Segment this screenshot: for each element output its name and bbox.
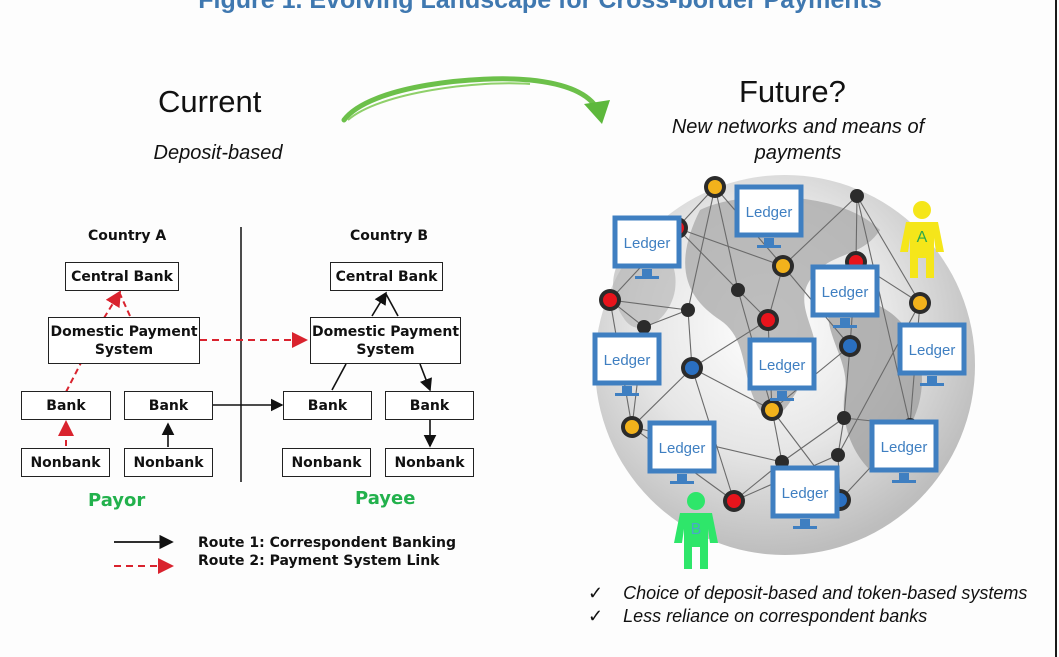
country-b-bank-2: Bank bbox=[385, 391, 474, 420]
ledger-monitor-icon: Ledger bbox=[810, 264, 880, 328]
country-a-nonbank-1: Nonbank bbox=[21, 448, 110, 477]
country-a-payment-system: Domestic Payment System bbox=[48, 317, 200, 364]
network-node-icon bbox=[772, 255, 794, 277]
network-edge bbox=[687, 186, 716, 311]
network-node-icon bbox=[761, 399, 783, 421]
ledger-label: Ledger bbox=[604, 352, 651, 369]
ledger-label: Ledger bbox=[624, 235, 671, 252]
country-b-label: Country B bbox=[350, 228, 429, 244]
legend-route1: Route 1: Correspondent Banking bbox=[198, 535, 457, 551]
network-node-icon bbox=[757, 309, 779, 331]
network-node-icon bbox=[637, 320, 651, 334]
network-edge bbox=[643, 309, 689, 328]
network-node-icon bbox=[831, 448, 845, 462]
country-b-nonbank-2: Nonbank bbox=[385, 448, 474, 477]
ledger-label: Ledger bbox=[822, 284, 869, 301]
country-b-central-bank: Central Bank bbox=[330, 262, 443, 291]
ledger-label: Ledger bbox=[659, 440, 706, 457]
network-edge bbox=[691, 319, 769, 369]
legend-route2: Route 2: Payment System Link bbox=[198, 553, 440, 569]
ledger-monitor-icon: Ledger bbox=[647, 420, 717, 484]
ledger-label: Ledger bbox=[746, 204, 793, 221]
network-edge bbox=[631, 367, 693, 428]
check-icon: ✓ bbox=[588, 583, 604, 603]
network-edge bbox=[856, 195, 911, 426]
network-edge bbox=[855, 195, 858, 263]
network-node-icon bbox=[731, 283, 745, 297]
network-node-icon bbox=[681, 357, 703, 379]
network-node-icon bbox=[621, 416, 643, 438]
country-a-nonbank-2: Nonbank bbox=[124, 448, 213, 477]
network-edge bbox=[856, 195, 921, 304]
ledger-monitor-icon: Ledger bbox=[747, 337, 817, 401]
network-edge bbox=[714, 186, 739, 291]
network-edge bbox=[782, 195, 858, 267]
payor-label: Payor bbox=[88, 490, 146, 511]
country-a-bank-2: Bank bbox=[124, 391, 213, 420]
ledger-label: Ledger bbox=[782, 485, 829, 502]
country-a-label: Country A bbox=[88, 228, 167, 244]
network-node-icon bbox=[850, 189, 864, 203]
network-node-icon bbox=[837, 411, 851, 425]
current-subheading: Deposit-based bbox=[153, 142, 283, 164]
right-border bbox=[1055, 0, 1057, 657]
network-edge bbox=[676, 227, 784, 267]
future-heading: Future? bbox=[739, 74, 846, 109]
network-node-icon bbox=[681, 303, 695, 317]
network-node-icon bbox=[599, 289, 621, 311]
network-node-icon bbox=[909, 292, 931, 314]
network-edge bbox=[691, 367, 773, 411]
ledger-monitor-icon: Ledger bbox=[734, 184, 804, 248]
transition-arrow-icon bbox=[341, 76, 610, 124]
figure-title: Figure 1. Evolving Landscape for Cross-b… bbox=[198, 0, 882, 14]
country-a-bank-1: Bank bbox=[21, 391, 111, 420]
ledger-monitor-icon: Ledger bbox=[897, 322, 967, 386]
person-a-icon: A bbox=[900, 201, 944, 278]
bullet-1-text: Choice of deposit-based and token-based … bbox=[623, 583, 1028, 603]
ledger-label: Ledger bbox=[909, 342, 956, 359]
country-b-payment-system: Domestic Payment System bbox=[310, 317, 461, 364]
current-heading: Current bbox=[158, 84, 262, 119]
country-a-central-bank: Central Bank bbox=[65, 262, 179, 291]
country-b-bank-1: Bank bbox=[283, 391, 372, 420]
person-a-label: A bbox=[917, 229, 928, 246]
person-b-icon: B bbox=[674, 492, 718, 569]
person-b-label: B bbox=[691, 521, 702, 538]
route2-dps-to-cb-a bbox=[103, 290, 122, 319]
ledger-monitor-icon: Ledger bbox=[592, 332, 662, 396]
country-b-nonbank-1: Nonbank bbox=[282, 448, 371, 477]
ledger-monitor-icon: Ledger bbox=[770, 465, 840, 529]
bullet-1: ✓ Choice of deposit-based and token-based… bbox=[588, 583, 1027, 604]
network-edge bbox=[609, 299, 689, 311]
network-edge bbox=[843, 345, 851, 419]
network-node-icon bbox=[839, 335, 861, 357]
network-edge bbox=[781, 417, 845, 463]
network-edge bbox=[676, 227, 739, 291]
ledger-monitor-icon: Ledger bbox=[869, 419, 939, 483]
payee-label: Payee bbox=[355, 488, 416, 509]
bullet-2-text: Less reliance on correspondent banks bbox=[623, 606, 928, 626]
check-icon: ✓ bbox=[588, 606, 604, 626]
network-node-icon bbox=[723, 490, 745, 512]
flow-connectors bbox=[58, 227, 437, 574]
future-subheading: New networks and means of payments bbox=[671, 116, 925, 164]
ledger-monitor-icon: Ledger bbox=[612, 215, 682, 279]
network-node-icon bbox=[704, 176, 726, 198]
ledger-label: Ledger bbox=[881, 439, 928, 456]
bullet-2: ✓ Less reliance on correspondent banks bbox=[588, 606, 927, 627]
ledger-label: Ledger bbox=[759, 357, 806, 374]
